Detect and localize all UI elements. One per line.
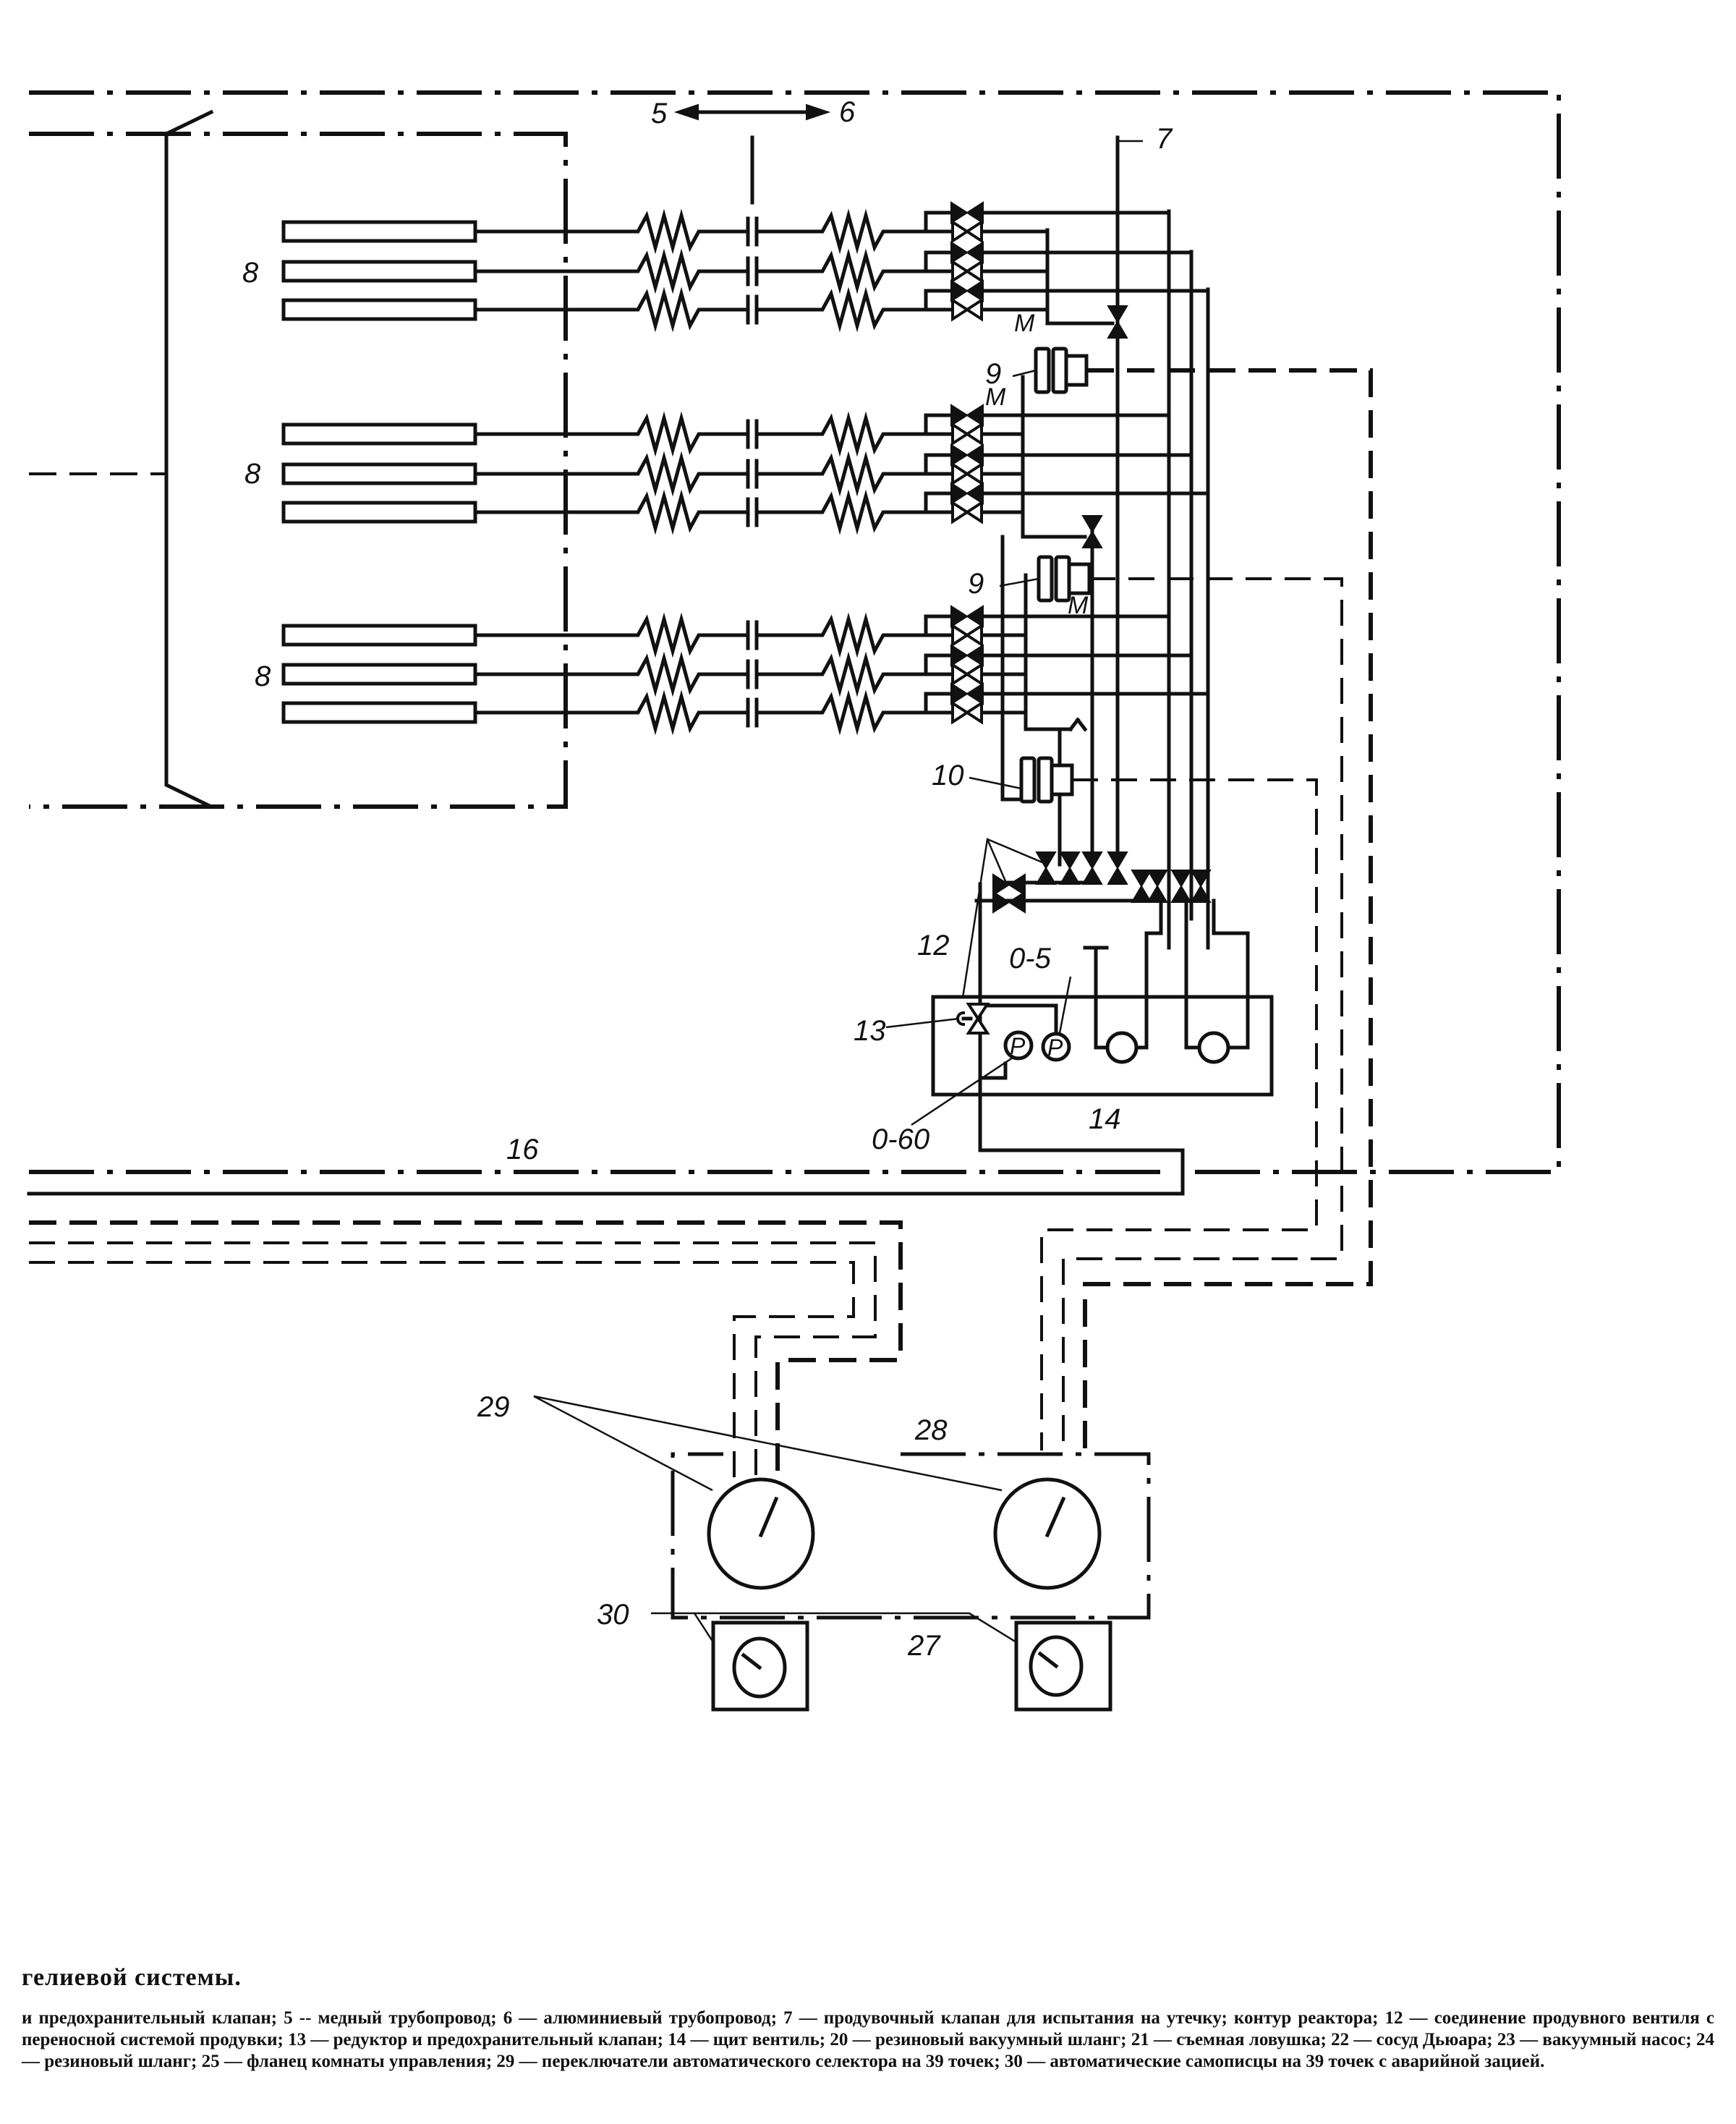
- caption-title: гелиевой системы.: [22, 1964, 242, 1991]
- caption-body: и предохранительный клапан; 5 -- медный …: [22, 2008, 1714, 2071]
- label-5: 5: [651, 98, 668, 129]
- copper-zigzag: [629, 216, 709, 247]
- reactor-building-boundary: [29, 90, 1561, 1174]
- fuel-channel: [281, 220, 477, 243]
- valve-closed: [950, 444, 984, 466]
- channel-row: [281, 606, 1171, 651]
- aluminium-zigzag: [814, 418, 893, 450]
- valve-open: [951, 501, 983, 523]
- valve-panel-14: P P 13 0-60 0-5 14: [27, 882, 1274, 1196]
- label-m-2: M: [985, 383, 1006, 411]
- label-6: 6: [839, 96, 856, 128]
- valve-manifold: 7: [1000, 123, 1210, 950]
- channel-row: [281, 404, 1171, 450]
- copper-zigzag: [629, 255, 709, 287]
- gauge-signal-cables: [1040, 368, 1373, 1450]
- fuel-channel: [281, 298, 477, 321]
- channel-row: [281, 483, 1210, 528]
- gauge-p-0-5: P: [1047, 1035, 1063, 1061]
- aluminium-zigzag: [814, 294, 893, 326]
- valve-closed: [950, 242, 984, 263]
- aluminium-zigzag: [814, 496, 893, 528]
- copper-zigzag: [629, 458, 709, 490]
- valve-closed: [950, 280, 984, 302]
- fuel-channel: [281, 422, 477, 446]
- channel-row: [281, 280, 1210, 326]
- label-16: 16: [506, 1134, 539, 1165]
- label-8-bot: 8: [255, 660, 271, 692]
- valve-closed: [950, 606, 984, 627]
- valve-closed: [950, 483, 984, 504]
- valve-closed: [950, 202, 984, 224]
- channel-row: [281, 202, 1171, 247]
- gauge-head-9-top: 9: [985, 349, 1086, 392]
- label-9-top: 9: [985, 358, 1001, 390]
- aluminium-zigzag: [814, 255, 893, 287]
- aluminium-zigzag: [814, 216, 893, 247]
- control-cabinet-27: 28 27 29 30: [477, 1391, 1151, 1712]
- valve-open: [951, 624, 983, 646]
- valve-open: [951, 663, 983, 685]
- figure-caption: гелиевой системы. и предохранительный кл…: [22, 1964, 1714, 2073]
- helium-system-schematic: 5 6 8 8 8 7 9: [27, 90, 1561, 1712]
- valve-open: [951, 299, 983, 320]
- aluminium-zigzag: [814, 697, 893, 728]
- pipe-material-marker: 5 6: [651, 96, 856, 205]
- fuel-channel: [281, 701, 477, 724]
- label-0-5: 0-5: [1009, 943, 1052, 974]
- label-8-top: 8: [242, 257, 259, 289]
- valve-open: [951, 260, 983, 282]
- valve-open: [951, 423, 983, 445]
- copper-zigzag: [629, 294, 709, 326]
- label-28: 28: [914, 1414, 948, 1446]
- reactor-contour-boundary: [29, 132, 568, 809]
- aluminium-zigzag: [814, 458, 893, 490]
- gauge-p-0-60: P: [1010, 1033, 1026, 1059]
- copper-zigzag: [629, 619, 709, 651]
- fuel-channel: [281, 624, 477, 647]
- label-10: 10: [932, 760, 964, 791]
- valve-open: [951, 221, 983, 242]
- label-14: 14: [1089, 1103, 1121, 1135]
- fuel-channel: [281, 501, 477, 524]
- aluminium-zigzag: [814, 619, 893, 651]
- label-29: 29: [477, 1391, 510, 1423]
- channel-row: [281, 683, 1210, 728]
- fuel-channels: [281, 202, 1210, 728]
- copper-zigzag: [629, 496, 709, 528]
- label-7: 7: [1156, 123, 1173, 155]
- fuel-channel: [281, 663, 477, 686]
- cable-bundle-left: [29, 1220, 903, 1490]
- valve-closed: [950, 683, 984, 705]
- label-8-mid: 8: [244, 458, 261, 490]
- gauge-head-9-mid: 9: [968, 557, 1089, 600]
- copper-zigzag: [629, 418, 709, 450]
- gauge-head-10: 10: [932, 758, 1072, 802]
- valve-closed: [950, 404, 984, 426]
- label-m-3: M: [1068, 592, 1089, 619]
- label-0-60: 0-60: [872, 1123, 929, 1155]
- label-12: 12: [917, 930, 950, 961]
- valve-open: [951, 702, 983, 723]
- label-27: 27: [907, 1630, 941, 1662]
- aluminium-zigzag: [814, 658, 893, 690]
- valve-open: [951, 463, 983, 485]
- label-m-1: M: [1014, 310, 1035, 337]
- purge-manifold: 12: [917, 838, 1211, 1050]
- label-30: 30: [597, 1599, 629, 1631]
- label-9-mid: 9: [968, 568, 984, 600]
- copper-zigzag: [629, 658, 709, 690]
- valve-closed: [950, 645, 984, 666]
- label-13: 13: [854, 1015, 886, 1047]
- channel-row: [281, 444, 1194, 490]
- fuel-channel: [281, 462, 477, 485]
- fuel-channel: [281, 260, 477, 283]
- reactor-core-bracket: [29, 109, 214, 810]
- copper-zigzag: [629, 697, 709, 728]
- channel-row: [281, 242, 1194, 287]
- channel-row: [281, 645, 1194, 690]
